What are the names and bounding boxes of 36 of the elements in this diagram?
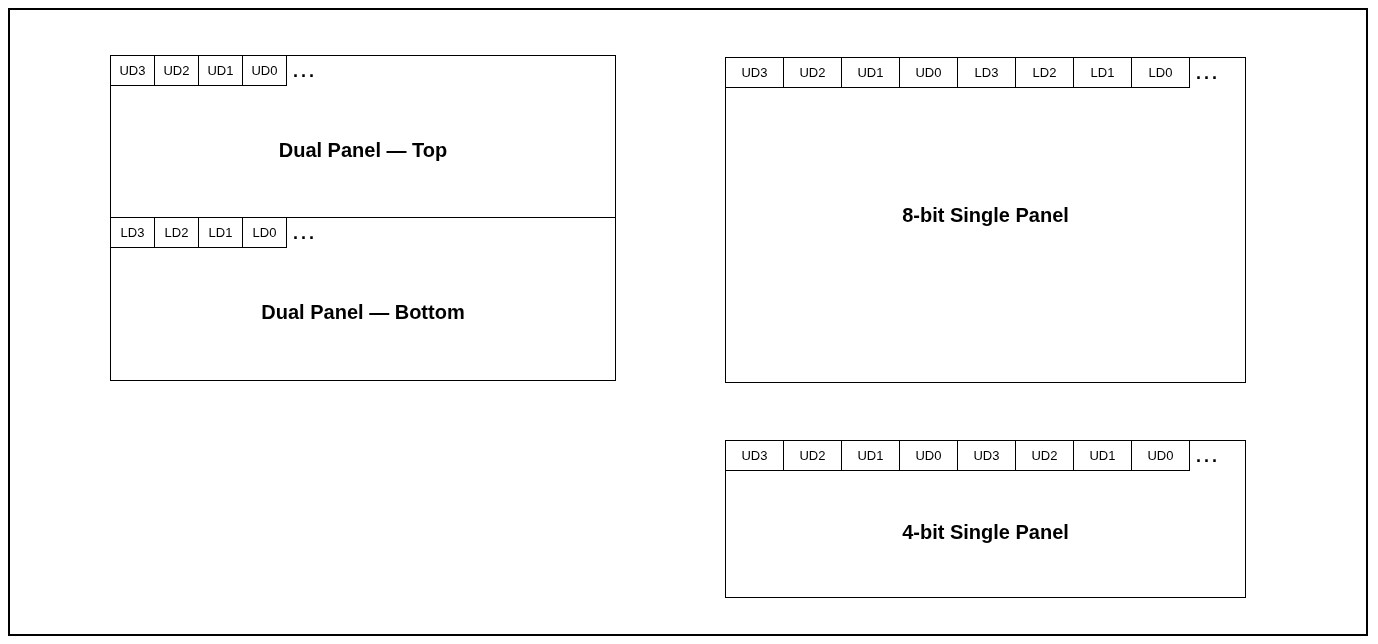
panel-title: 4-bit Single Panel: [902, 520, 1069, 545]
ellipsis: ...: [293, 224, 317, 242]
data-bit-cell: UD1: [1074, 441, 1132, 471]
data-bit-cell: LD3: [958, 58, 1016, 88]
panel-box: [110, 217, 616, 381]
data-bit-cell: LD0: [243, 218, 287, 248]
data-bit-cell: LD2: [155, 218, 199, 248]
data-bit-cell: UD0: [243, 56, 287, 86]
panel-title: 8-bit Single Panel: [902, 203, 1069, 228]
data-bit-cell: UD0: [1132, 441, 1190, 471]
data-bit-cell: UD1: [842, 441, 900, 471]
data-bit-cell: UD2: [155, 56, 199, 86]
panel-box: [110, 55, 616, 218]
data-bit-cell: LD0: [1132, 58, 1190, 88]
data-bit-cell: LD1: [1074, 58, 1132, 88]
data-bit-cell: LD2: [1016, 58, 1074, 88]
data-bit-cell: UD0: [900, 58, 958, 88]
data-bit-cell: UD3: [958, 441, 1016, 471]
data-bit-cell: UD3: [111, 56, 155, 86]
data-bit-cell: UD0: [900, 441, 958, 471]
ellipsis: ...: [1196, 64, 1220, 82]
panel-box: [725, 440, 1246, 598]
data-bit-cell: UD3: [726, 58, 784, 88]
data-bit-cell: LD3: [111, 218, 155, 248]
ellipsis: ...: [293, 62, 317, 80]
panel-title: Dual Panel — Top: [278, 137, 448, 163]
data-bit-cell: LD1: [199, 218, 243, 248]
data-bit-cell: UD2: [784, 441, 842, 471]
data-bit-cell: UD2: [784, 58, 842, 88]
data-bit-cell: UD3: [726, 441, 784, 471]
panel-box: [725, 57, 1246, 383]
data-bit-cell: UD1: [842, 58, 900, 88]
data-bit-cell: UD1: [199, 56, 243, 86]
ellipsis: ...: [1196, 447, 1220, 465]
panel-title: Dual Panel — Bottom: [261, 300, 465, 325]
data-bit-cell: UD2: [1016, 441, 1074, 471]
